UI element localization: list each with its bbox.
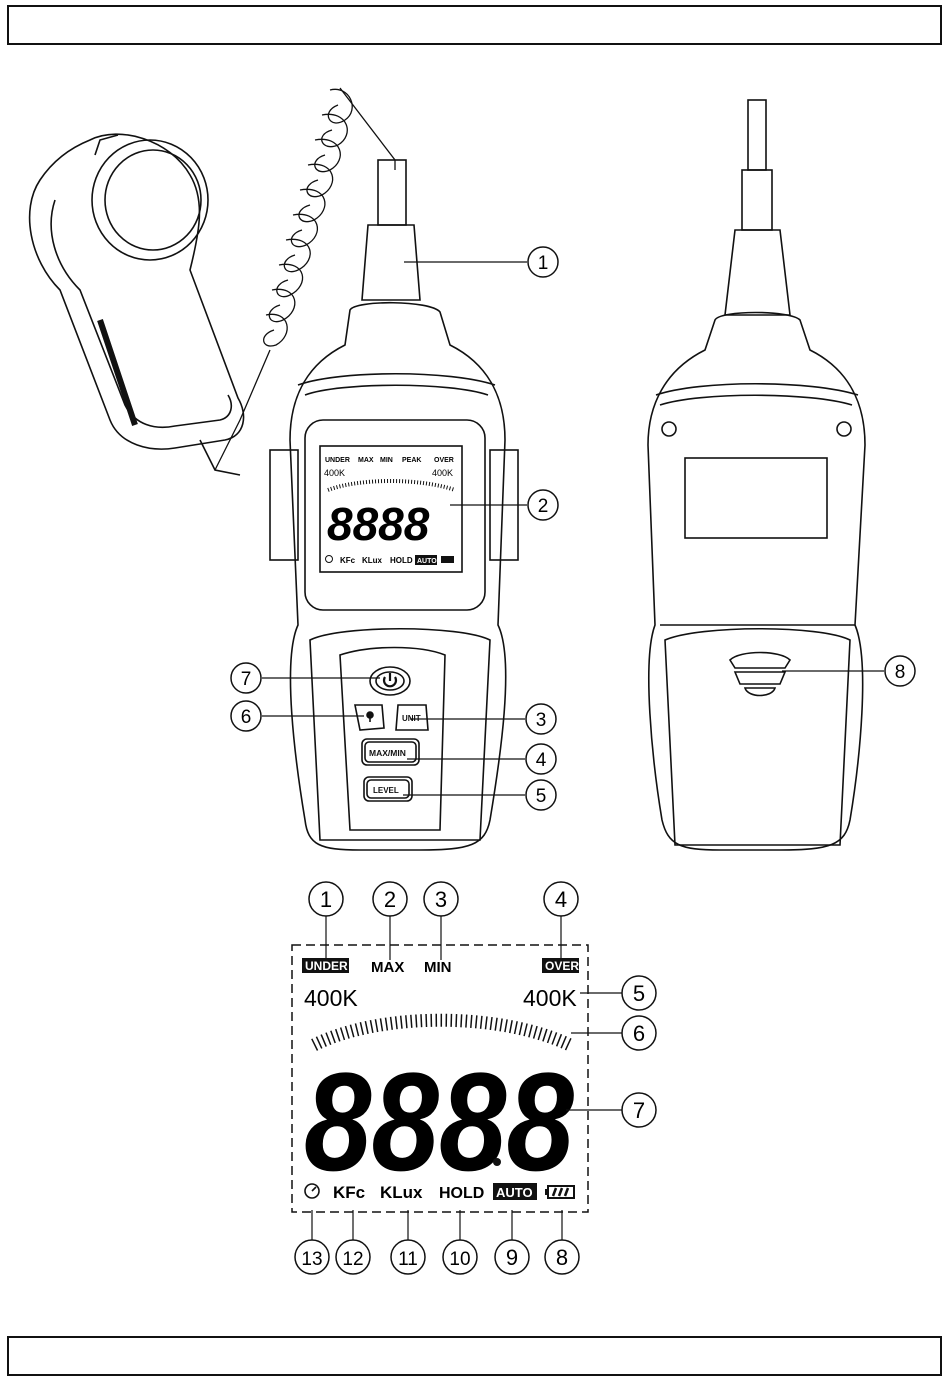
callout-5: 5 bbox=[536, 786, 547, 807]
lcd-peak-label: PEAK bbox=[402, 457, 421, 464]
backlight-button[interactable] bbox=[355, 705, 384, 730]
detail-kfc-label: KFc bbox=[333, 1183, 365, 1202]
decimal-point bbox=[493, 1158, 501, 1166]
detail-callout-2: 2 bbox=[384, 887, 396, 912]
probe-collar bbox=[378, 160, 406, 225]
detail-klux-label: KLux bbox=[380, 1183, 423, 1202]
callout-6: 6 bbox=[241, 707, 252, 728]
lcd-over-label: OVER bbox=[434, 457, 454, 464]
detail-over-label: OVER bbox=[545, 959, 579, 973]
lcd-bar-scale bbox=[328, 481, 455, 490]
lcd-auto-label: AUTO bbox=[417, 558, 437, 565]
detail-callout-1: 1 bbox=[320, 887, 332, 912]
detail-digits: 8888 bbox=[304, 1043, 574, 1200]
unit-button[interactable]: UNIT bbox=[396, 705, 428, 730]
maxmin-button[interactable]: MAX/MIN bbox=[362, 739, 419, 765]
detail-callout-10: 10 bbox=[449, 1249, 470, 1270]
battery-cover-latch[interactable] bbox=[730, 653, 790, 696]
callout-2: 2 bbox=[538, 496, 549, 517]
callout-8-back: 8 bbox=[895, 662, 906, 683]
lcd-hold-label: HOLD bbox=[390, 556, 413, 565]
detail-callout-11: 11 bbox=[398, 1249, 418, 1270]
backlight-icon bbox=[367, 712, 373, 722]
lcd-digits: 8888 bbox=[327, 498, 430, 550]
callout-1: 1 bbox=[538, 253, 549, 274]
maxmin-button-label: MAX/MIN bbox=[369, 748, 406, 758]
lcd-detail: UNDER MAX MIN OVER 400K 400K 8888 KFc KL… bbox=[292, 882, 656, 1274]
power-icon bbox=[384, 673, 396, 686]
detail-callout-6: 6 bbox=[633, 1021, 645, 1046]
lcd-under-label: UNDER bbox=[325, 457, 350, 464]
level-button-label: LEVEL bbox=[373, 786, 399, 795]
light-sensor bbox=[30, 134, 244, 475]
detail-hold-label: HOLD bbox=[439, 1185, 484, 1202]
battery-icon bbox=[441, 556, 454, 563]
power-button[interactable] bbox=[370, 667, 410, 695]
label-area bbox=[685, 458, 827, 538]
callout-3: 3 bbox=[536, 710, 547, 731]
detail-callout-12: 12 bbox=[342, 1249, 363, 1270]
lcd-range-right: 400K bbox=[432, 468, 453, 478]
detail-callout-9: 9 bbox=[506, 1245, 518, 1270]
auto-off-icon bbox=[326, 556, 333, 563]
detail-callout-5: 5 bbox=[633, 981, 645, 1006]
back-meter bbox=[648, 100, 865, 850]
detail-range-right: 400K bbox=[523, 985, 577, 1011]
detail-callout-13: 13 bbox=[301, 1249, 322, 1270]
detail-min-label: MIN bbox=[424, 959, 452, 976]
callout-4: 4 bbox=[536, 750, 547, 771]
callout-7: 7 bbox=[241, 669, 252, 690]
detail-callout-3: 3 bbox=[435, 887, 447, 912]
detail-range-left: 400K bbox=[304, 985, 358, 1011]
detail-under-label: UNDER bbox=[305, 959, 348, 973]
detail-callout-4: 4 bbox=[555, 887, 567, 912]
lcd-range-left: 400K bbox=[324, 468, 345, 478]
level-button[interactable]: LEVEL bbox=[364, 777, 412, 801]
lcd-kfc-label: KFc bbox=[340, 556, 356, 565]
lcd-klux-label: KLux bbox=[362, 556, 383, 565]
lcd-max-label: MAX bbox=[358, 457, 374, 464]
front-lcd-contents: UNDER MAX MIN PEAK OVER 400K 400K 8888 K… bbox=[324, 457, 455, 565]
detail-max-label: MAX bbox=[371, 959, 404, 976]
front-buttons: UNIT MAX/MIN LEVEL bbox=[355, 667, 428, 801]
coiled-cable bbox=[215, 88, 395, 470]
detail-auto-label: AUTO bbox=[496, 1185, 533, 1200]
detail-callout-7: 7 bbox=[633, 1098, 645, 1123]
lcd-min-label: MIN bbox=[380, 457, 393, 464]
detail-bar-scale bbox=[314, 1020, 570, 1045]
detail-callout-8: 8 bbox=[556, 1245, 568, 1270]
